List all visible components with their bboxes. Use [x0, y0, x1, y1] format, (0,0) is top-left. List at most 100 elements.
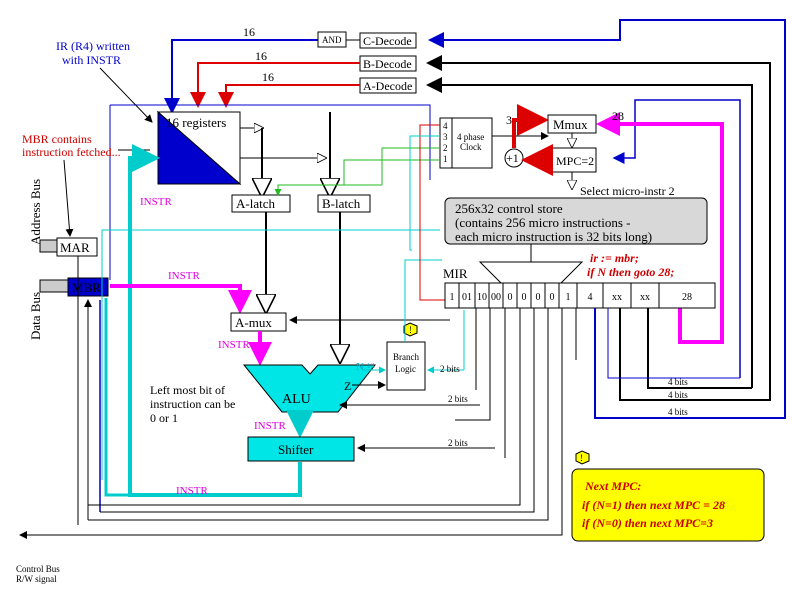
- clock-label-2: Clock: [460, 142, 482, 152]
- b-latch-label: B-latch: [322, 196, 361, 211]
- bits-4-label-2: 4 bits: [668, 390, 688, 400]
- clock-phase-2: 2: [443, 143, 448, 153]
- ir-written-line1: IR (R4) written: [56, 39, 130, 53]
- mir-field-value: xx: [612, 292, 622, 303]
- b-bus-line: [190, 62, 360, 108]
- a-latch-box: [231, 194, 291, 213]
- next-mpc-line2: if (N=0) then next MPC=3: [582, 516, 713, 530]
- mir-field-value: 0: [508, 292, 513, 303]
- mir-field-value: 1: [450, 292, 455, 303]
- mir-field-value: 0: [550, 292, 555, 303]
- branch-logic-box: [386, 341, 426, 391]
- mar-box: [56, 237, 98, 257]
- mbr-contains-line2: instruction fetched...: [22, 145, 121, 159]
- goto-28-path: [596, 112, 724, 344]
- n-value: 1|1: [367, 362, 376, 370]
- data-bus-label: Data Bus: [28, 292, 43, 340]
- mbr-to-amux-path: [110, 284, 252, 314]
- next-mpc-note: [571, 468, 765, 542]
- leftmost-line3: 0 or 1: [150, 411, 178, 425]
- n-signal: N: [356, 361, 364, 373]
- mir-field-value: 0: [536, 292, 541, 303]
- control-store-box: [444, 197, 708, 245]
- control-store-line2: (contains 256 micro instructions -: [455, 215, 630, 230]
- alu-bits-label: 2 bits: [448, 394, 468, 404]
- c-bus-width: 16: [243, 25, 255, 39]
- and-gate-label: AND: [322, 35, 342, 45]
- num-3-label: 3: [506, 113, 512, 127]
- mbr-contains-line1: MBR contains: [22, 132, 92, 146]
- mir-field-value: 0: [522, 292, 527, 303]
- shifter-box: [247, 436, 355, 462]
- clock-label-1: 4 phase: [457, 132, 484, 142]
- c-bus-line: [164, 39, 318, 114]
- leftmost-line2: instruction can be: [150, 397, 235, 411]
- instr-label-registers: INSTR: [140, 196, 172, 208]
- clock-phase-3: 3: [443, 132, 448, 142]
- clock-box: [439, 117, 493, 169]
- instr-label-bottom: INSTR: [176, 485, 208, 497]
- control-bus-line1: Control Bus: [16, 564, 60, 574]
- warning-badge-branch: [403, 322, 418, 337]
- a-latch-label: A-latch: [236, 196, 275, 211]
- bits-4-label-1: 4 bits: [668, 377, 688, 387]
- mir-field-value: 28: [682, 292, 692, 303]
- mir-field-cell: [602, 282, 632, 309]
- warning-glyph-branch: !: [409, 325, 412, 335]
- instr-label-amux: INSTR: [218, 339, 250, 351]
- registers-label: 16 registers: [166, 115, 226, 130]
- mir-field-cell: [576, 282, 604, 309]
- z-signal: Z: [344, 379, 351, 393]
- next-mpc-title: Next MPC:: [584, 479, 641, 493]
- control-store-line1: 256x32 control store: [455, 201, 563, 216]
- mir-field-value: 01: [462, 292, 472, 303]
- if-n-goto-label: if N then goto 28;: [587, 265, 674, 279]
- c-decode-label: C-Decode: [363, 34, 412, 48]
- branch-label-1: Branch: [393, 352, 419, 362]
- warning-badge-note: [575, 450, 590, 465]
- mir-field-value: 00: [491, 292, 501, 303]
- decoder-group: AND C-Decode B-Decode A-Decode: [317, 31, 417, 94]
- num-28-label: 28: [612, 109, 624, 123]
- mir-field-cell: [658, 282, 716, 309]
- clock-phase-1: 1: [443, 154, 448, 164]
- mir-field-value: 1: [566, 292, 571, 303]
- mir-field-cell: [630, 282, 660, 309]
- warning-glyph-note: !: [580, 453, 583, 463]
- leftmost-line1: Left most bit of: [150, 383, 225, 397]
- b-bus-width: 16: [255, 49, 267, 63]
- control-store-line3: each micro instruction is 32 bits long): [455, 229, 652, 244]
- mmux-label: Mmux: [553, 117, 588, 132]
- bits-4-label-3: 4 bits: [668, 407, 688, 417]
- plus-one-label: +1: [506, 151, 519, 165]
- a-bus-width: 16: [262, 70, 274, 84]
- b-latch-box: [317, 194, 371, 213]
- mir-field-value: 4: [588, 292, 593, 303]
- control-bus-line2: R/W signal: [16, 574, 57, 584]
- a-bus-line: [218, 84, 360, 108]
- b-decode-label: B-Decode: [363, 57, 412, 71]
- mpc-label: MPC=2: [556, 154, 594, 168]
- a-decode-label: A-Decode: [363, 79, 412, 93]
- select-micro-label: Select micro-instr 2: [580, 184, 675, 198]
- amux-label: A-mux: [235, 315, 272, 330]
- ir-mbr-label: ir := mbr;: [590, 251, 639, 265]
- mir-field-value: xx: [640, 292, 650, 303]
- ir-written-line2: with INSTR: [62, 53, 121, 67]
- mbr-label: MBR: [72, 280, 101, 295]
- address-bus-label: Address Bus: [28, 179, 43, 245]
- mir-label: MIR: [443, 266, 468, 281]
- mar-label: MAR: [60, 240, 90, 255]
- clock-phase-4: 4: [443, 121, 448, 131]
- data-bus-stub: [39, 279, 69, 293]
- alu-label: ALU: [282, 392, 311, 407]
- next-mpc-line1: if (N=1) then next MPC = 28: [582, 498, 725, 512]
- shifter-bits-label: 2 bits: [448, 438, 468, 448]
- mir-field-value: 10: [477, 292, 487, 303]
- instr-label-alu: INSTR: [254, 420, 286, 432]
- shifter-label: Shifter: [278, 442, 314, 457]
- branch-label-2: Logic: [395, 364, 416, 374]
